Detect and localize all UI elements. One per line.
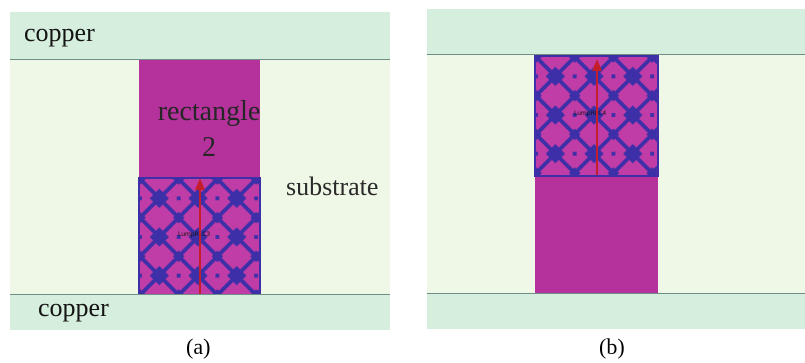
rectangle-label: rectangle 2 — [139, 94, 279, 166]
copper-top-label: copper — [24, 18, 95, 47]
caption-a: (a) — [186, 334, 211, 359]
panel-a: copper rectangle 2 LumpRLC3 substrate co… — [10, 12, 390, 330]
copper-bottom-band: copper — [10, 293, 390, 330]
lump-rlc4: LumpRLC4 — [534, 55, 659, 177]
rectangle-label-line1: rectangle — [157, 96, 261, 127]
copper-bottom-label: copper — [38, 293, 109, 322]
copper-top-band — [427, 9, 805, 55]
rectangle-label-line2: 2 — [202, 132, 216, 163]
substrate-label: substrate — [286, 172, 379, 201]
copper-bottom-band — [427, 293, 805, 329]
lump-rlc3: LumpRLC3 — [138, 177, 261, 296]
copper-top-band: copper — [10, 12, 390, 60]
lump-rlc4-label: LumpRLC4 — [574, 110, 607, 117]
panel-b: LumpRLC4 — [427, 9, 805, 329]
caption-b: (b) — [599, 334, 625, 359]
lump-rlc3-label: LumpRLC3 — [178, 231, 211, 238]
